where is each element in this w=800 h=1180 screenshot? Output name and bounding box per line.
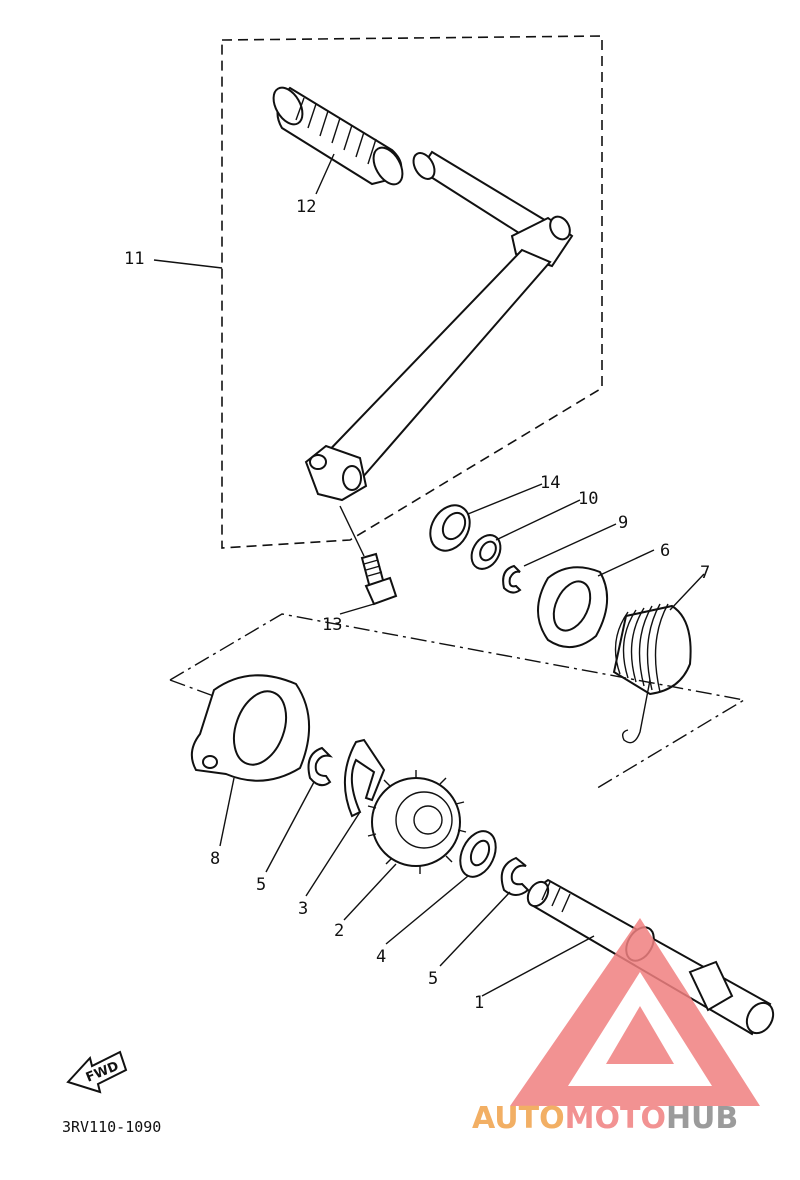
part-8-guide bbox=[190, 674, 310, 782]
label-part-6: 6 bbox=[660, 541, 670, 561]
watermark-brand-hub: HUB bbox=[666, 1101, 738, 1136]
watermark-brand-moto: MOTO bbox=[565, 1101, 666, 1136]
part-6-spring-cover bbox=[537, 566, 609, 648]
label-part-1: 1 bbox=[474, 993, 484, 1013]
label-part-12: 12 bbox=[296, 197, 316, 217]
label-part-4: 4 bbox=[376, 947, 386, 967]
label-part-10: 10 bbox=[578, 489, 598, 509]
drawing-code: 3RV110-1090 bbox=[62, 1118, 161, 1136]
part-7-torsion-spring bbox=[612, 603, 692, 744]
watermark-triangle-icon bbox=[510, 918, 760, 1106]
part-labels: 1 2 3 4 5 5 6 7 8 9 10 11 12 13 14 bbox=[124, 197, 710, 1013]
leader-lines bbox=[153, 153, 705, 997]
part-12-grip bbox=[272, 86, 404, 186]
label-part-7: 7 bbox=[700, 563, 710, 583]
part-9-circlip bbox=[502, 564, 522, 594]
part-3-clip bbox=[343, 738, 386, 818]
watermark-brand: AUTOMOTOHUB bbox=[472, 1101, 738, 1136]
label-part-13: 13 bbox=[322, 615, 342, 635]
part-4-washer bbox=[459, 830, 497, 878]
part-2-ratchet-gear bbox=[367, 770, 467, 874]
label-part-5b: 5 bbox=[428, 969, 438, 989]
fwd-direction-arrow: FWD bbox=[66, 1050, 128, 1094]
part-5-circlip-upper bbox=[307, 746, 334, 787]
label-part-9: 9 bbox=[618, 513, 628, 533]
axis-reference-box bbox=[169, 613, 746, 791]
part-10-washer bbox=[470, 534, 502, 570]
label-part-2: 2 bbox=[334, 921, 344, 941]
automotohub-watermark: AUTOMOTOHUB bbox=[472, 918, 760, 1136]
axis-reference-line bbox=[169, 679, 231, 703]
part-5-circlip-lower bbox=[500, 856, 530, 896]
kick-crank-assembly-outline bbox=[221, 35, 603, 549]
label-part-5a: 5 bbox=[256, 875, 266, 895]
part-13-bolt bbox=[339, 505, 398, 606]
label-part-3: 3 bbox=[298, 899, 308, 919]
label-part-11: 11 bbox=[124, 249, 144, 269]
part-14-oil-seal bbox=[429, 504, 471, 552]
label-part-8: 8 bbox=[210, 849, 220, 869]
label-part-14: 14 bbox=[540, 473, 560, 493]
watermark-brand-auto: AUTO bbox=[472, 1101, 565, 1136]
kick-crank-arm bbox=[304, 150, 574, 502]
